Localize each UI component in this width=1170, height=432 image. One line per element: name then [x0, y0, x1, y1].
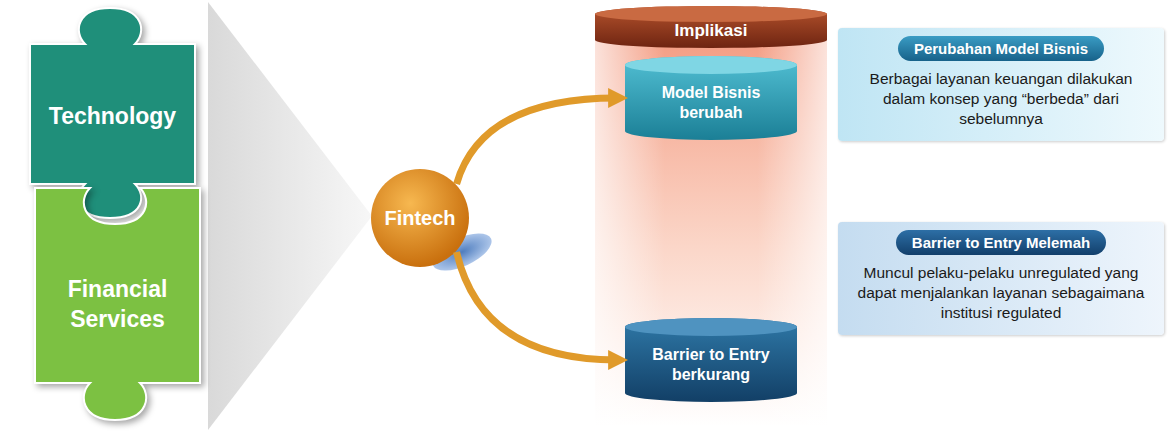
- info-card: Perubahan Model BisnisBerbagai layanan k…: [838, 28, 1164, 141]
- piece-label: Technology: [49, 103, 176, 130]
- panel-heading: Implikasi: [675, 21, 748, 41]
- piece-label: Financial Services: [38, 275, 197, 335]
- cylinder-label: Barrier to Entry berkurang: [633, 345, 789, 385]
- info-card: Barrier to Entry MelemahMuncul pelaku-pe…: [838, 222, 1164, 335]
- card-body: Berbagai layanan keuangan dilakukan dala…: [848, 69, 1154, 129]
- cylinder-box: Model Bisnis berubah: [625, 56, 797, 140]
- card-heading: Perubahan Model Bisnis: [898, 36, 1104, 61]
- card-body: Muncul pelaku-pelaku unregulated yang da…: [848, 263, 1154, 323]
- card-heading: Barrier to Entry Melemah: [896, 230, 1106, 255]
- puzzle-piece: Financial Services: [20, 188, 215, 422]
- curved-arrow: [457, 98, 617, 184]
- curved-arrow: [457, 252, 617, 360]
- circle-label: Fintech: [384, 207, 455, 230]
- cylinder-label: Model Bisnis berubah: [633, 83, 789, 123]
- hub-circle: Fintech: [370, 168, 470, 268]
- flow-chevron: [208, 2, 372, 430]
- implication-panel: ImplikasiModel Bisnis berubahBarrier to …: [595, 6, 827, 426]
- cylinder-box: Barrier to Entry berkurang: [625, 318, 797, 402]
- puzzle-outline: [20, 188, 215, 422]
